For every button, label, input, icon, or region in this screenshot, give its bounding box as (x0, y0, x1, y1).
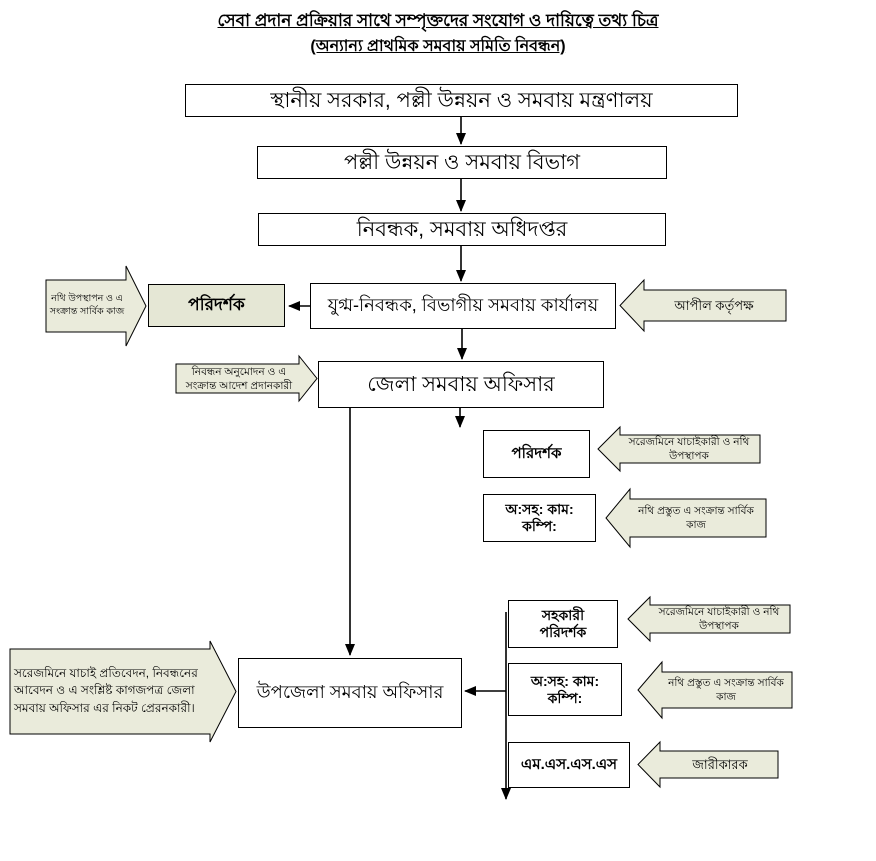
callout-field-verifier-upazila: সরেজমিনে যাচাইকারী ও নথি উপস্থাপক (658, 605, 780, 632)
callout-arrow-field-verifier-upazila (627, 595, 791, 643)
callout-registration-approval: নিবন্ধন অনুমোদন ও এ সংক্রান্ত আদেশ প্রদা… (185, 365, 293, 392)
callout-doc-preparation-district: নথি প্রস্তুত এ সংক্রান্ত সার্বিক কাজ (638, 504, 754, 531)
node-inspector-district: পরিদর্শক (483, 430, 590, 478)
callout-sender-to-district: সরেজমিনে যাচাই প্রতিবেদন, নিবন্ধনের আবেদ… (14, 665, 198, 715)
node-mss: এম.এস.এস.এস (508, 742, 630, 788)
diagram-subtitle: (অন্যান্য প্রাথমিক সমবায় সমিতি নিবন্ধন) (310, 38, 566, 55)
node-assistant-inspector: সহকারী পরিদর্শক (508, 600, 618, 648)
callout-arrow-doc-preparation-upazila (637, 660, 793, 720)
callout-doc-preparation-upazila: নথি প্রস্তুত এ সংক্রান্ত সার্বিক কাজ (668, 676, 784, 703)
node-joint-registrar: যুগ্ম-নিবন্ধক, বিভাগীয় সমবায় কার্যালয় (310, 283, 616, 329)
callout-arrow-doc-presentation (45, 265, 147, 347)
node-registrar: নিবন্ধক, সমবায় অধিদপ্তর (258, 213, 666, 246)
callout-arrow-field-verifier-district (597, 425, 761, 473)
diagram-title: সেবা প্রদান প্রক্রিয়ার সাথে সম্পৃক্তদের… (217, 11, 659, 30)
callout-arrow-issuer (637, 740, 779, 789)
node-division: পল্লী উন্নয়ন ও সমবায় বিভাগ (257, 146, 667, 179)
callout-field-verifier-district: সরেজমিনে যাচাইকারী ও নথি উপস্থাপক (628, 435, 750, 462)
node-district-officer: জেলা সমবায় অফিসার (318, 361, 604, 408)
node-office-assistant-cum-computer-upazila: অ:সহ: কাম: কম্পি: (508, 663, 622, 716)
node-ministry: স্থানীয় সরকার, পল্লী উন্নয়ন ও সমবায় ম… (185, 84, 738, 117)
node-inspector-divisional: পরিদর্শক (148, 284, 285, 327)
callout-doc-presentation: নথি উপস্থাপন ও এ সংক্রান্ত সার্বিক কাজ (49, 293, 125, 317)
callout-arrow-appeal-authority (619, 278, 787, 333)
callout-arrow-registration-approval (175, 354, 318, 403)
callout-appeal-authority: আপীল কর্তৃপক্ষ (674, 298, 754, 314)
callout-arrow-doc-preparation-district (605, 487, 767, 549)
node-upazila-officer: উপজেলা সমবায় অফিসার (238, 658, 462, 728)
callout-issuer: জারীকারক (692, 757, 748, 773)
node-office-assistant-cum-computer-district: অ:সহ: কাম: কম্পি: (483, 494, 596, 542)
callout-arrow-sender-to-district (9, 640, 237, 743)
